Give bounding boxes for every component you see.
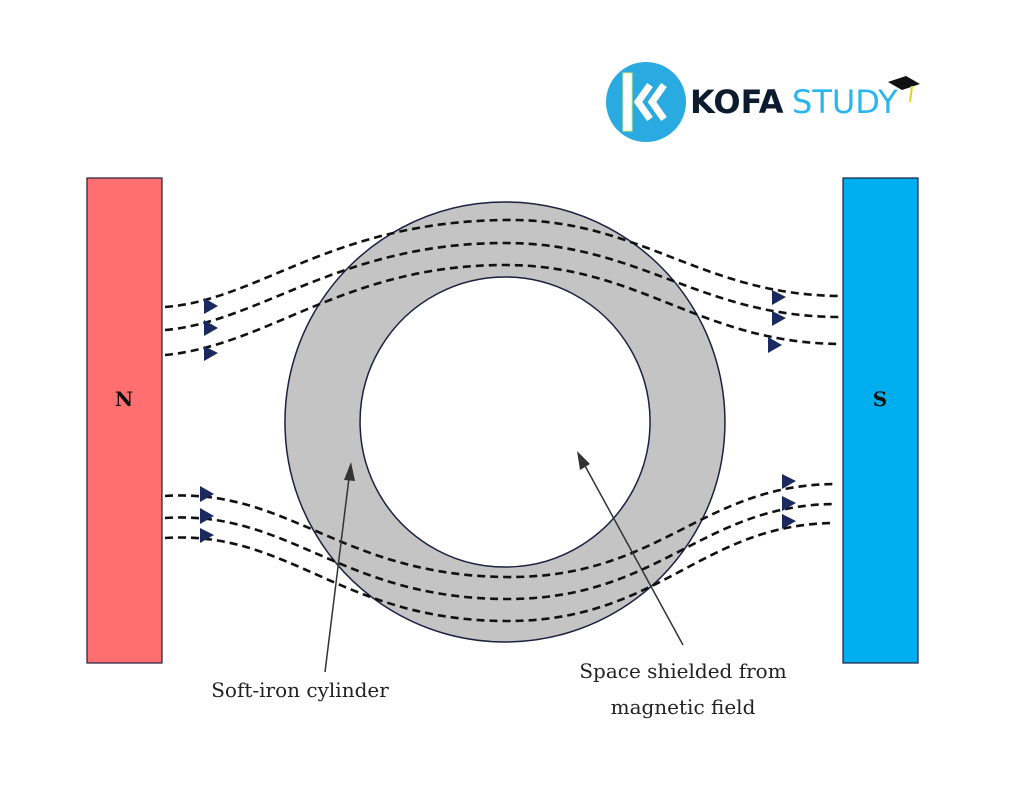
arrow-icon: [200, 508, 214, 524]
arrow-icon: [772, 290, 786, 305]
field-line: [164, 218, 841, 309]
field-direction-arrows: [200, 290, 796, 543]
arrow-icon: [204, 320, 218, 336]
arrow-icon: [200, 528, 214, 543]
north-label: N: [115, 387, 133, 411]
field-line: [164, 241, 841, 332]
logo-text-kofa: KOFA: [690, 83, 784, 121]
arrow-icon: [768, 337, 782, 353]
arrow-icon: [782, 496, 796, 511]
soft-iron-cylinder: [284, 201, 726, 643]
arrow-icon: [204, 298, 218, 314]
soft-iron-cylinder-label: Soft-iron cylinder: [211, 678, 389, 702]
field-line: [164, 521, 836, 623]
logo-circle: [606, 62, 686, 142]
logo-text-study: STUDY: [792, 83, 898, 121]
arrow-icon: [782, 474, 796, 489]
arrow-icon: [772, 311, 786, 326]
kofastudy-logo: KOFA STUDY: [606, 62, 920, 142]
shielded-space-label-line1: Space shielded from: [579, 659, 786, 683]
north-pole-magnet: [86, 177, 163, 664]
field-line: [164, 263, 841, 357]
shielded-space-pointer: [583, 463, 684, 646]
south-pole-magnet: [842, 177, 919, 664]
field-line: [164, 482, 836, 579]
south-label: S: [873, 387, 887, 411]
shielded-space-label-line2: magnetic field: [611, 695, 756, 719]
arrow-icon: [204, 346, 218, 361]
field-line: [164, 502, 836, 601]
arrow-icon: [200, 486, 214, 502]
arrow-icon: [782, 514, 796, 529]
cylinder-pointer: [324, 477, 350, 673]
